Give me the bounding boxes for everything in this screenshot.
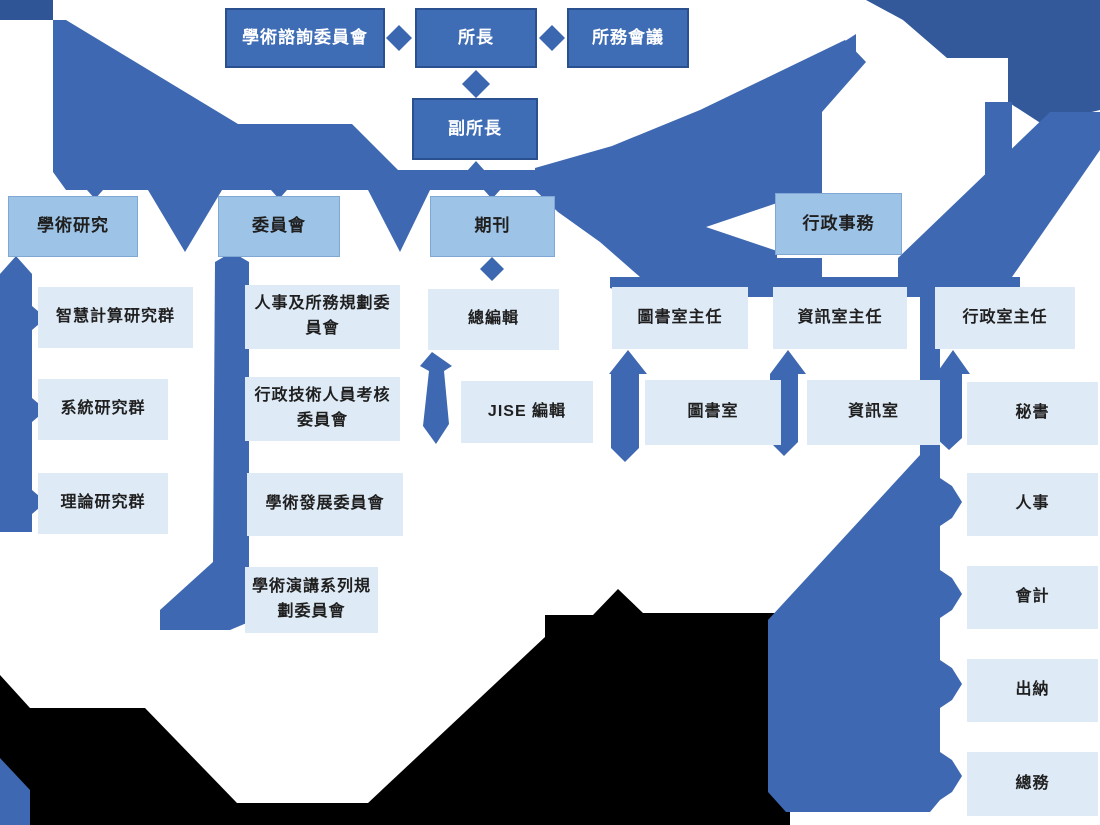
node-division-research: 學術研究: [8, 196, 138, 257]
corner-artifact-top-right: [866, 0, 1100, 124]
node-accounting: 會計: [967, 566, 1098, 629]
connector-diagonal-right: [898, 112, 1100, 277]
node-general-affairs: 總務: [967, 752, 1098, 816]
node-division-admin: 行政事務: [775, 193, 902, 255]
connector-triangle-top: [800, 34, 856, 70]
arrow-library-office: [609, 350, 647, 462]
connector-column-committees: [160, 252, 263, 630]
connector-blob-center-right: [535, 40, 866, 277]
node-library-head: 圖書室主任: [612, 287, 748, 349]
corner-artifact-bottom-left: [0, 758, 30, 825]
node-jise-editor: JISE 編輯: [461, 381, 593, 443]
node-director: 所長: [415, 8, 537, 68]
diamond-director-deputy: [462, 70, 490, 98]
connector-column-research: [0, 256, 46, 532]
node-theory-group: 理論研究群: [38, 473, 168, 534]
node-advisory-committee: 學術諮詢委員會: [225, 8, 385, 68]
node-institute-meeting: 所務會議: [567, 8, 689, 68]
corner-artifact-top-left: [0, 0, 53, 20]
node-admin-office-head: 行政室主任: [935, 287, 1075, 349]
node-cashier: 出納: [967, 659, 1098, 722]
diamond-advisory-director: [386, 25, 412, 51]
node-lecture-series-committee: 學術演講系列規劃委員會: [245, 567, 378, 633]
black-artifact-bottom: [0, 589, 790, 825]
node-deputy-director: 副所長: [412, 98, 538, 160]
node-academic-development-committee: 學術發展委員會: [247, 473, 403, 536]
node-library-office: 圖書室: [645, 380, 781, 445]
arrow-jise-editor: [420, 352, 452, 444]
node-it-office: 資訊室: [807, 380, 940, 445]
connector-band-left: [53, 20, 535, 252]
connector-column-admin-staff: [768, 297, 962, 812]
node-division-committees: 委員會: [218, 196, 340, 257]
node-personnel-planning-committee: 人事及所務規劃委員會: [245, 285, 400, 349]
node-it-head: 資訊室主任: [773, 287, 907, 349]
node-personnel: 人事: [967, 473, 1098, 536]
diamond-journal-editor: [480, 257, 504, 281]
node-systems-group: 系統研究群: [38, 379, 168, 440]
node-admin-tech-review-committee: 行政技術人員考核委員會: [245, 377, 400, 441]
node-intelligent-computing-group: 智慧計算研究群: [38, 287, 193, 348]
node-division-journal: 期刊: [430, 196, 555, 257]
node-editor-in-chief: 總編輯: [428, 289, 559, 350]
node-secretary: 秘書: [967, 382, 1098, 445]
arrow-secretary: [936, 350, 970, 450]
diamond-director-meeting: [539, 25, 565, 51]
